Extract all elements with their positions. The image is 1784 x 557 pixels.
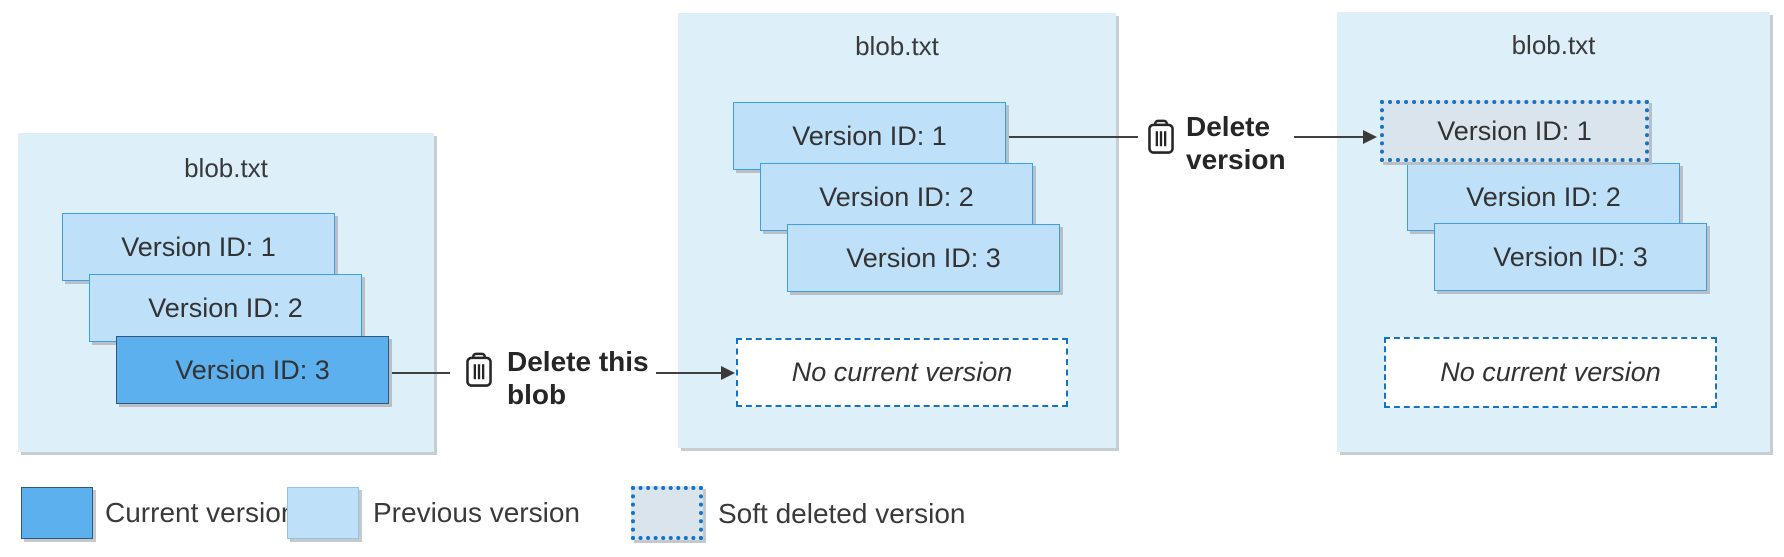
version-box-label: Version ID: 2 <box>819 181 974 212</box>
legend-label-soft-deleted-version: Soft deleted version <box>718 498 966 529</box>
blob-panel-after-version-delete: blob.txt Version ID: 1 Version ID: 2 Ver… <box>1337 12 1770 452</box>
legend-swatch-current-version <box>21 487 93 539</box>
delete-version-label-line1: Delete <box>1186 111 1271 142</box>
version-box-label: Version ID: 3 <box>846 242 1001 273</box>
blob-panel-after-blob-delete: blob.txt Version ID: 1 Version ID: 2 Ver… <box>678 13 1116 448</box>
legend-swatch-previous-version <box>287 487 359 539</box>
blob-title: blob.txt <box>1511 30 1596 60</box>
legend-swatch-soft-deleted-version <box>631 486 703 540</box>
delete-blob-label-line2: blob <box>507 379 567 410</box>
delete-version-label: Delete version <box>1186 110 1286 176</box>
delete-version-arrow-line-right <box>1294 136 1364 138</box>
legend-label-current-version: Current version <box>105 497 297 528</box>
trash-icon <box>1148 119 1174 154</box>
version-box-previous: Version ID: 3 <box>1434 223 1707 291</box>
delete-version-arrowhead <box>1363 130 1377 144</box>
trash-icon <box>466 352 492 387</box>
no-current-version-label: No current version <box>1440 357 1661 387</box>
version-box-label: Version ID: 2 <box>1466 181 1621 212</box>
version-box-label: Version ID: 3 <box>175 354 330 385</box>
version-box-soft-deleted-inner: Version ID: 1 <box>1380 100 1649 162</box>
delete-version-arrow-line-left <box>1006 136 1138 138</box>
blob-title: blob.txt <box>184 153 268 183</box>
version-box-label: Version ID: 1 <box>1437 115 1592 146</box>
blob-panel-before-delete: blob.txt Version ID: 1 Version ID: 2 Ver… <box>18 133 434 452</box>
version-box-label: Version ID: 1 <box>792 120 947 151</box>
delete-blob-arrow-line-right <box>656 372 722 374</box>
version-box-previous: Version ID: 2 <box>760 163 1033 231</box>
version-box-label: Version ID: 3 <box>1493 241 1648 272</box>
blob-title: blob.txt <box>855 31 939 61</box>
no-current-version-box: No current version <box>736 338 1068 407</box>
delete-blob-arrowhead <box>721 366 735 380</box>
legend-swatch-soft-deleted-inner <box>631 486 703 540</box>
version-box-label: Version ID: 2 <box>148 292 303 323</box>
version-box-soft-deleted: Version ID: 1 <box>1380 100 1649 162</box>
version-box-previous: Version ID: 1 <box>62 213 335 281</box>
version-box-previous: Version ID: 1 <box>733 102 1006 170</box>
no-current-version-box: No current version <box>1384 337 1717 408</box>
version-box-previous: Version ID: 2 <box>1407 163 1680 231</box>
version-box-previous: Version ID: 2 <box>89 274 362 342</box>
version-box-previous: Version ID: 3 <box>787 224 1060 292</box>
delete-blob-arrow-line-left <box>390 372 450 374</box>
delete-blob-label: Delete this blob <box>507 345 649 411</box>
no-current-version-label: No current version <box>791 357 1013 387</box>
version-box-current: Version ID: 3 <box>116 336 389 404</box>
delete-version-label-line2: version <box>1186 144 1286 175</box>
version-box-label: Version ID: 1 <box>121 231 276 262</box>
delete-blob-label-line1: Delete this <box>507 346 649 377</box>
legend-label-previous-version: Previous version <box>373 497 580 528</box>
